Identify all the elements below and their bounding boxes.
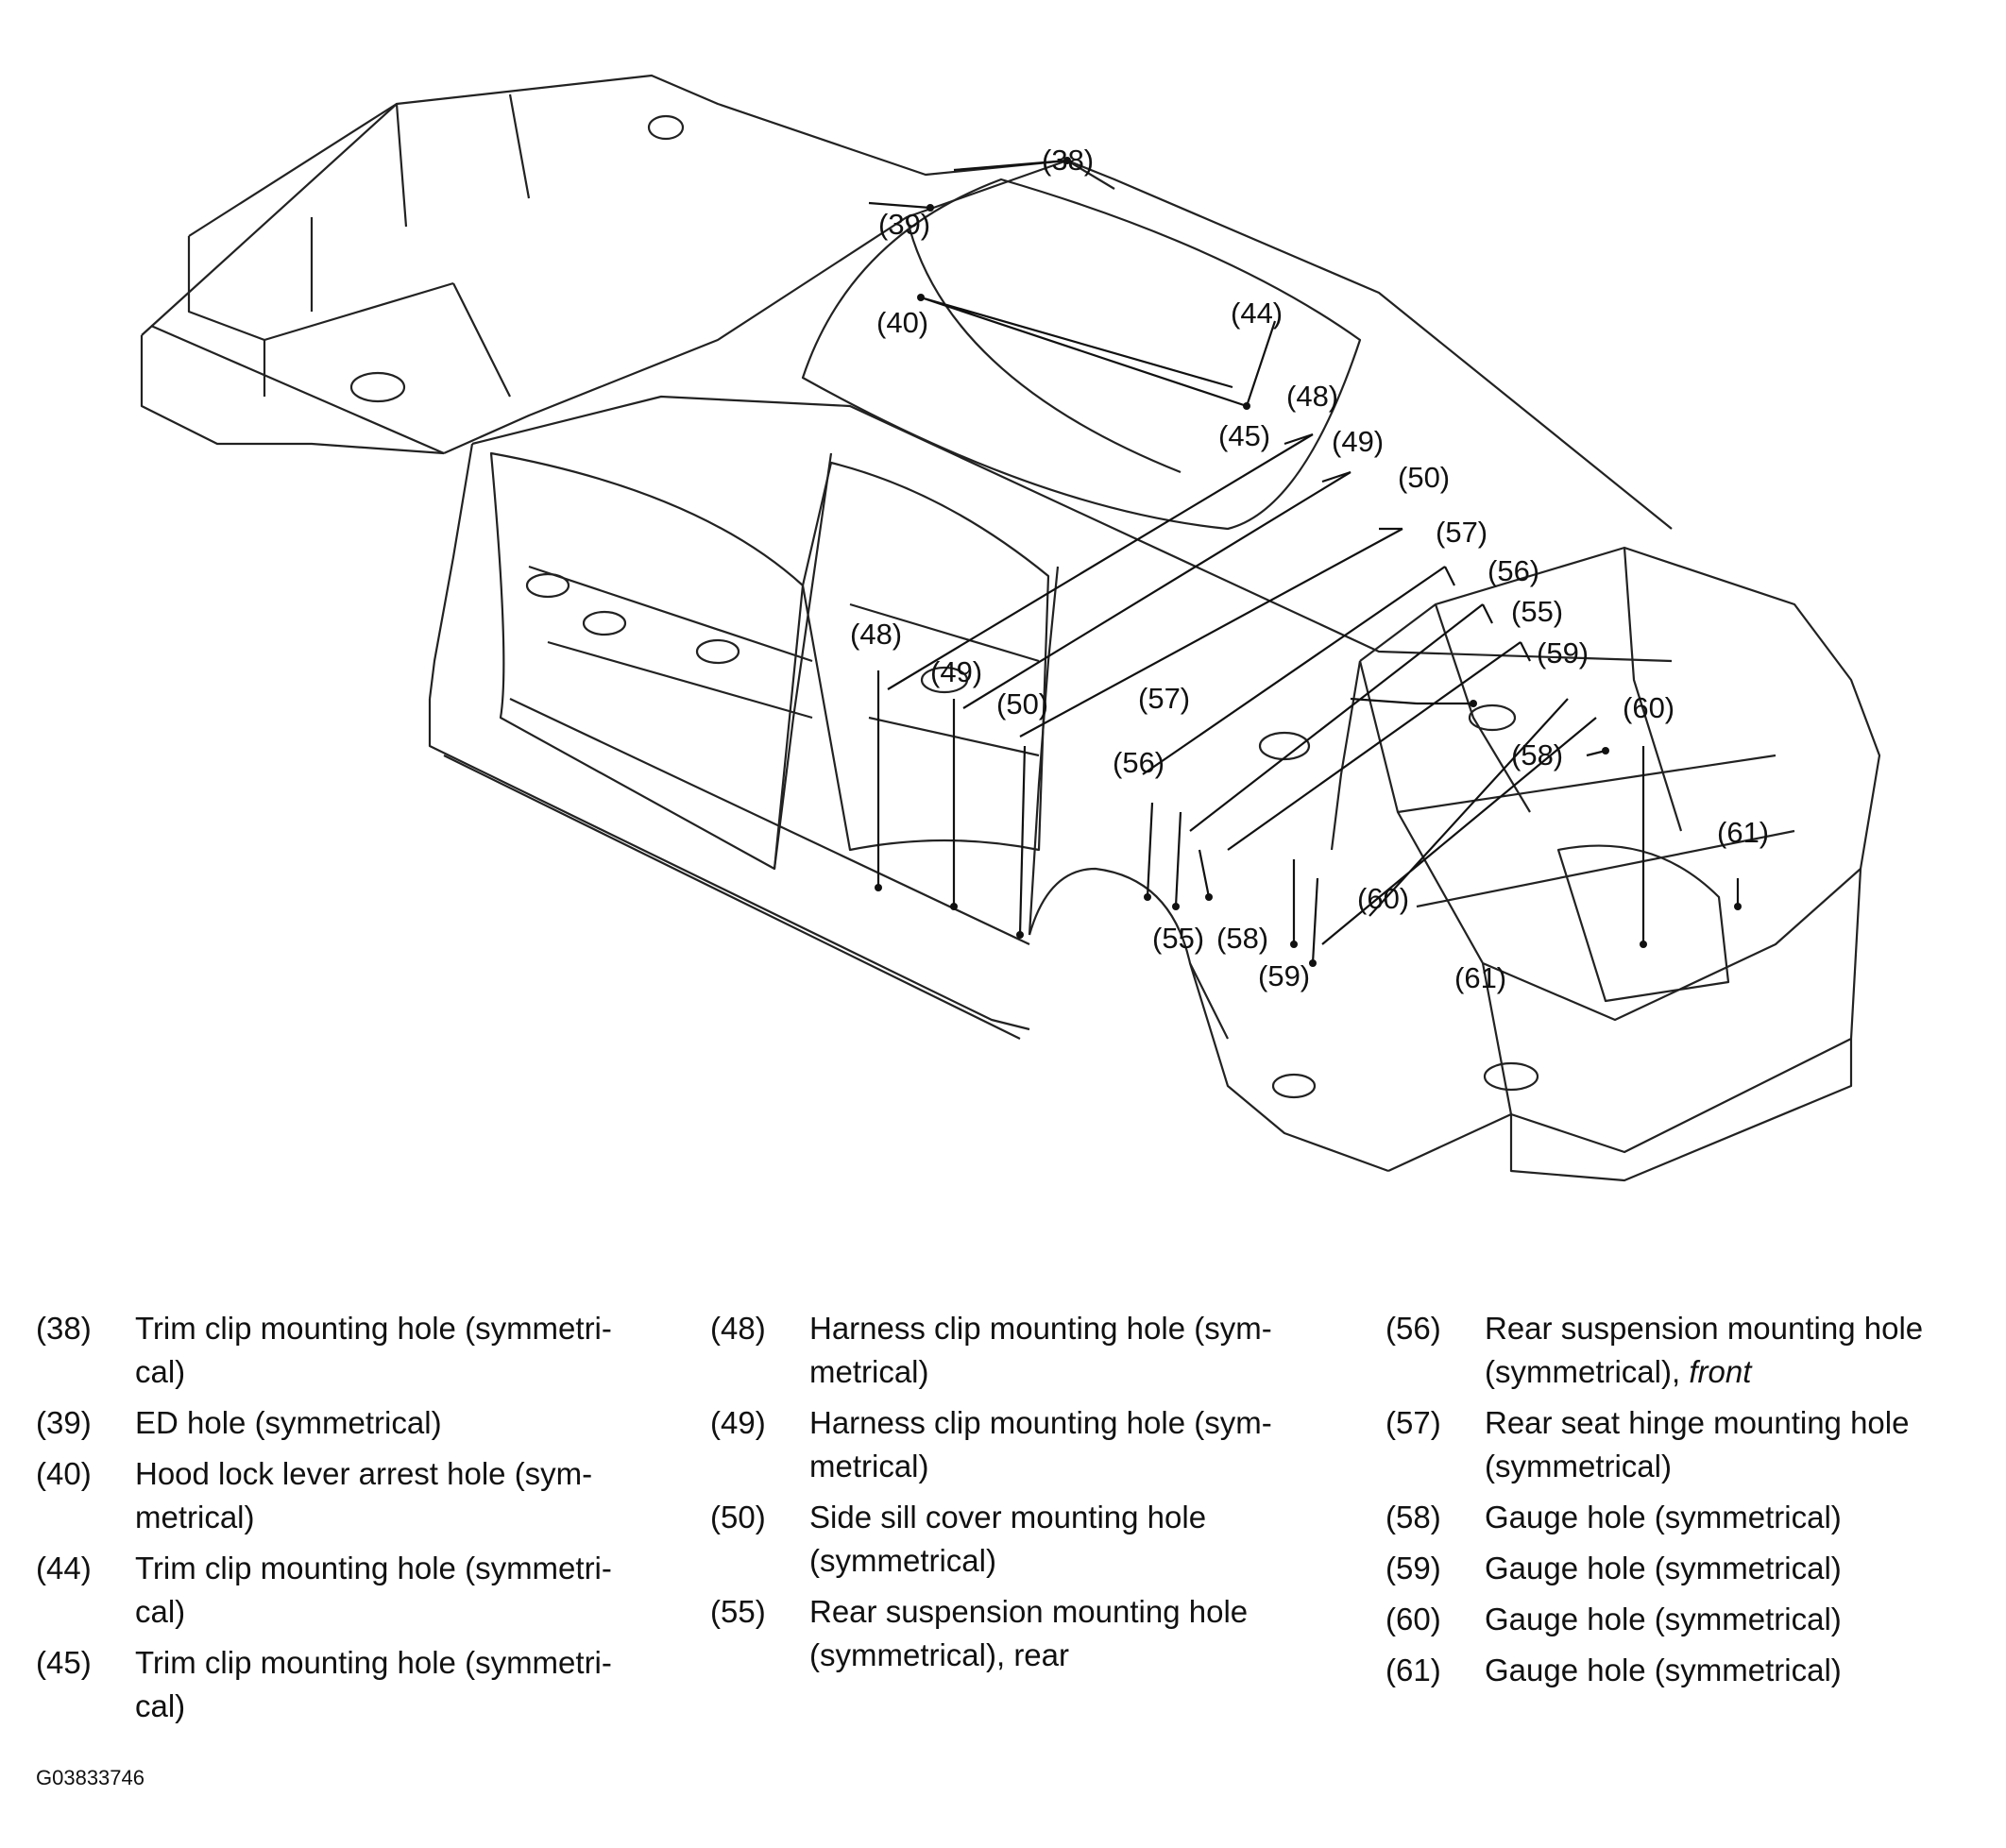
callout-59-lower: (59) bbox=[1258, 959, 1310, 992]
legend-item-44: (44) Trim clip mounting hole (symmetri-c… bbox=[36, 1547, 697, 1634]
callout-labels: (38) (39) (40) (44) (45) (48) (49) (50) … bbox=[850, 144, 1769, 994]
legend-description: Harness clip mounting hole (sym-metrical… bbox=[809, 1405, 1272, 1483]
legend-description: Gauge hole (symmetrical) bbox=[1485, 1551, 1842, 1585]
body-shell-outline bbox=[140, 74, 1881, 1182]
leader-dots bbox=[875, 157, 1742, 967]
legend-item-61: (61) Gauge hole (symmetrical) bbox=[1386, 1649, 1999, 1692]
legend-number: (59) bbox=[1386, 1551, 1441, 1585]
callout-60-upper: (60) bbox=[1623, 691, 1674, 724]
legend-description: Rear suspension mounting hole(symmetrica… bbox=[809, 1594, 1249, 1672]
legend-number: (45) bbox=[36, 1645, 92, 1680]
legend-item-38: (38) Trim clip mounting hole (symmetri-c… bbox=[36, 1307, 697, 1394]
legend-description: Hood lock lever arrest hole (sym-metrica… bbox=[135, 1456, 593, 1534]
callout-39: (39) bbox=[878, 208, 930, 241]
legend-description: ED hole (symmetrical) bbox=[135, 1405, 442, 1440]
legend-item-58: (58) Gauge hole (symmetrical) bbox=[1386, 1496, 1999, 1539]
leader-lines bbox=[868, 159, 1740, 964]
legend-number: (40) bbox=[36, 1456, 92, 1491]
legend-description: Gauge hole (symmetrical) bbox=[1485, 1602, 1842, 1636]
legend-description: Trim clip mounting hole (symmetri-cal) bbox=[135, 1645, 612, 1723]
callout-57-upper: (57) bbox=[1436, 516, 1488, 549]
callout-48-upper: (48) bbox=[1286, 380, 1338, 413]
callout-40: (40) bbox=[876, 306, 928, 339]
callout-60-lower: (60) bbox=[1357, 882, 1409, 915]
callout-44: (44) bbox=[1231, 297, 1283, 330]
legend-item-57: (57) Rear seat hinge mounting hole(symme… bbox=[1386, 1401, 1999, 1488]
callout-50-upper: (50) bbox=[1398, 461, 1450, 494]
legend-number: (50) bbox=[710, 1500, 766, 1534]
legend-description: Rear seat hinge mounting hole(symmetrica… bbox=[1485, 1405, 1910, 1483]
legend-number: (49) bbox=[710, 1405, 766, 1440]
callout-48-lower: (48) bbox=[850, 618, 902, 651]
callout-50-lower: (50) bbox=[996, 687, 1048, 721]
callout-61-lower: (61) bbox=[1454, 961, 1506, 994]
legend-description: Trim clip mounting hole (symmetri-cal) bbox=[135, 1551, 612, 1629]
callout-45: (45) bbox=[1218, 419, 1270, 452]
legend-number: (55) bbox=[710, 1594, 766, 1629]
callout-55-upper: (55) bbox=[1511, 595, 1563, 628]
legend-number: (56) bbox=[1386, 1311, 1441, 1346]
legend-number: (38) bbox=[36, 1311, 92, 1346]
legend-description: Harness clip mounting hole (sym-metrical… bbox=[809, 1311, 1272, 1389]
legend-item-45: (45) Trim clip mounting hole (symmetri-c… bbox=[36, 1641, 697, 1728]
legend-item-59: (59) Gauge hole (symmetrical) bbox=[1386, 1547, 1999, 1590]
legend-item-56: (56) Rear suspension mounting hole(symme… bbox=[1386, 1307, 1999, 1394]
callout-49-lower: (49) bbox=[930, 655, 982, 688]
callout-49-upper: (49) bbox=[1332, 425, 1384, 458]
legend-column-3: (56) Rear suspension mounting hole(symme… bbox=[1386, 1307, 1999, 1700]
legend-description: Side sill cover mounting hole(symmetrica… bbox=[809, 1500, 1207, 1578]
legend-number: (60) bbox=[1386, 1602, 1441, 1636]
legend-item-60: (60) Gauge hole (symmetrical) bbox=[1386, 1598, 1999, 1641]
callout-56-upper: (56) bbox=[1488, 554, 1539, 587]
legend-description: Trim clip mounting hole (symmetri-cal) bbox=[135, 1311, 612, 1389]
legend-item-50: (50) Side sill cover mounting hole(symme… bbox=[710, 1496, 1371, 1583]
callout-58-upper: (58) bbox=[1511, 738, 1563, 771]
callout-61-upper: (61) bbox=[1717, 816, 1769, 849]
legend-item-39: (39) ED hole (symmetrical) bbox=[36, 1401, 697, 1445]
legend-item-49: (49) Harness clip mounting hole (sym-met… bbox=[710, 1401, 1371, 1488]
callout-59-upper: (59) bbox=[1537, 636, 1589, 670]
callout-56-lower: (56) bbox=[1113, 746, 1164, 779]
legend-number: (57) bbox=[1386, 1405, 1441, 1440]
legend-item-48: (48) Harness clip mounting hole (sym-met… bbox=[710, 1307, 1371, 1394]
callout-57-lower: (57) bbox=[1138, 682, 1190, 715]
legend-description: Rear suspension mounting hole(symmetrica… bbox=[1485, 1311, 1924, 1389]
legend-number: (44) bbox=[36, 1551, 92, 1585]
legend-number: (61) bbox=[1386, 1653, 1441, 1687]
legend-column-1: (38) Trim clip mounting hole (symmetri-c… bbox=[36, 1307, 697, 1736]
legend-item-55: (55) Rear suspension mounting hole(symme… bbox=[710, 1590, 1371, 1677]
car-body-diagram: (38) (39) (40) (44) (45) (48) (49) (50) … bbox=[140, 74, 1881, 1182]
legend-description: Gauge hole (symmetrical) bbox=[1485, 1653, 1842, 1687]
figure-id: G03833746 bbox=[36, 1766, 144, 1789]
legend-number: (48) bbox=[710, 1311, 766, 1346]
legend-number: (58) bbox=[1386, 1500, 1441, 1534]
callout-38: (38) bbox=[1042, 144, 1094, 177]
legend-number: (39) bbox=[36, 1405, 92, 1440]
callout-58-lower: (58) bbox=[1216, 922, 1268, 955]
legend-column-2: (48) Harness clip mounting hole (sym-met… bbox=[710, 1307, 1371, 1685]
callout-55-lower: (55) bbox=[1152, 922, 1204, 955]
legend-description: Gauge hole (symmetrical) bbox=[1485, 1500, 1842, 1534]
legend-item-40: (40) Hood lock lever arrest hole (sym-me… bbox=[36, 1452, 697, 1539]
